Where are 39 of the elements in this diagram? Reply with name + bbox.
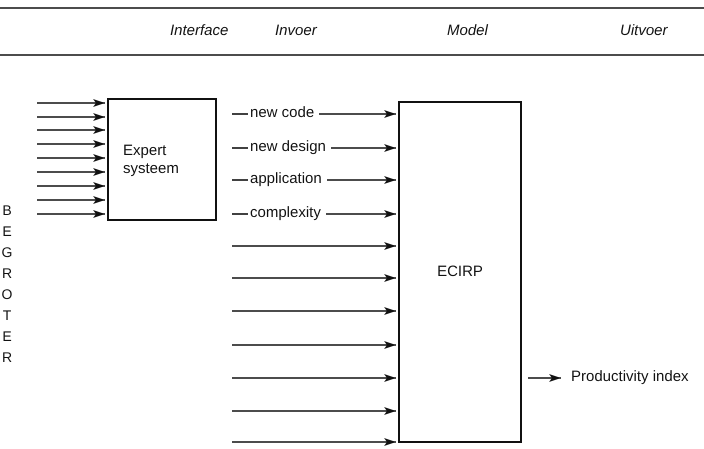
box-text: ECIRP: [436, 263, 484, 281]
line: [232, 213, 248, 215]
column-header: Invoer: [275, 22, 317, 39]
arrow: [37, 126, 105, 134]
arrow: [319, 110, 396, 118]
arrow: [232, 438, 396, 446]
input-label: complexity: [250, 204, 321, 222]
input-label: application: [250, 170, 322, 188]
column-header: Uitvoer: [620, 22, 668, 39]
arrow: [232, 407, 396, 415]
arrow: [37, 113, 105, 121]
arrow: [326, 210, 396, 218]
arrow: [232, 274, 396, 282]
column-header: Interface: [170, 22, 228, 39]
output-label: Productivity index: [571, 368, 701, 386]
arrow: [232, 307, 396, 315]
arrow: [37, 196, 105, 204]
box-text: Expert systeem: [122, 142, 180, 178]
arrow: [232, 341, 396, 349]
arrow: [37, 210, 105, 218]
arrow: [232, 242, 396, 250]
input-label: new code: [250, 104, 314, 122]
arrow: [232, 374, 396, 382]
arrow: [37, 168, 105, 176]
arrow: [37, 154, 105, 162]
line: [232, 113, 248, 115]
vertical-label: BEGROTER: [0, 201, 14, 367]
model-box: [398, 101, 522, 443]
arrow: [331, 144, 396, 152]
arrow: [37, 182, 105, 190]
line: [232, 147, 248, 149]
line: [232, 179, 248, 181]
input-label: new design: [250, 138, 326, 156]
arrow: [327, 176, 396, 184]
arrow: [37, 99, 105, 107]
column-header: Model: [447, 22, 488, 39]
arrow: [528, 374, 561, 382]
arrow: [37, 140, 105, 148]
process-box: [107, 98, 217, 221]
